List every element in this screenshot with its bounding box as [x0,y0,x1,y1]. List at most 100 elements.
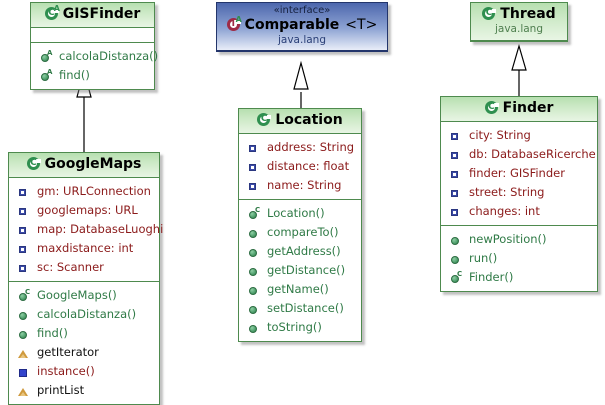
abstract-method-icon: A [39,49,53,64]
field-label: distance: float [267,159,350,173]
class-name-gisfinder: GISFinder [62,6,141,22]
class-title-googlemaps: C GoogleMaps [13,156,155,173]
method-label: getName() [267,282,329,296]
field-label: db: DatabaseRicerche [469,147,596,161]
field-row[interactable]: maxdistance: int [9,239,159,258]
class-box-location[interactable]: C Location address: String distance: flo… [238,108,362,342]
field-row[interactable]: distance: float [239,157,361,176]
method-label: instance() [37,364,95,378]
public-method-icon [247,302,261,316]
field-row[interactable]: db: DatabaseRicerche [441,145,597,164]
method-row[interactable]: C GoogleMaps() [9,286,159,305]
package-label: java.lang [494,23,543,35]
field-icon [17,242,31,256]
method-row[interactable]: instance() [9,362,159,381]
field-icon [17,204,31,218]
method-row[interactable]: run() [441,249,597,268]
public-method-icon [247,321,261,335]
field-row[interactable]: street: String [441,183,597,202]
class-title-finder: C Finder [445,100,593,117]
class-box-googlemaps[interactable]: C GoogleMaps gm: URLConnection googlemap… [8,152,163,405]
public-method-icon [17,308,31,322]
method-row[interactable]: toString() [239,318,361,337]
field-label: city: String [469,128,531,142]
class-box-thread[interactable]: C Thread java.lang [470,2,568,42]
field-icon [247,141,261,155]
class-name-finder: Finder [502,100,554,116]
class-name-googlemaps: GoogleMaps [44,156,142,172]
class-header-gisfinder: C A GISFinder [31,3,154,28]
field-label: address: String [267,140,355,154]
class-name-comparable: Comparable [244,17,340,33]
method-row[interactable]: C Finder() [441,268,597,287]
stereotype-label: «interface» [273,5,331,16]
fields-compartment-location: address: String distance: float name: St… [239,134,361,200]
public-method-icon [449,252,463,266]
method-label: printList [37,383,85,397]
field-label: sc: Scanner [37,260,104,274]
method-row[interactable]: C Location() [239,204,361,223]
field-row[interactable]: address: String [239,138,361,157]
method-row[interactable]: printList [9,381,159,400]
class-header-finder: C Finder [441,97,597,122]
method-row[interactable]: getIterator [9,343,159,362]
method-row[interactable]: newPosition() [441,230,597,249]
method-row[interactable]: A calcolaDistanza() [31,47,158,66]
method-label: getDistance() [267,263,346,277]
class-box-gisfinder[interactable]: C A GISFinder A calcolaDistanza() A find… [30,2,158,90]
field-icon [17,223,31,237]
method-row[interactable]: compareTo() [239,223,361,242]
method-row[interactable]: setDistance() [239,299,361,318]
method-label: Location() [267,206,325,220]
method-row[interactable]: A find() [31,66,154,85]
method-row[interactable]: getAddress() [239,242,361,261]
fields-compartment-googlemaps: gm: URLConnection googlemaps: URL map: D… [9,178,163,282]
class-abstract-icon: C A [44,4,60,21]
class-name-location: Location [275,112,343,128]
field-row[interactable]: map: DatabaseLuoghi [9,220,163,239]
field-row[interactable]: city: String [441,126,597,145]
relation-location-comparable [293,60,309,108]
field-row[interactable]: changes: int [441,202,597,221]
method-label: find() [59,68,90,82]
method-label: calcolaDistanza() [59,49,159,63]
class-icon: C [257,112,272,127]
class-title-comparable: I A Comparable<T> [221,15,383,34]
method-label: calcolaDistanza() [37,307,137,321]
relation-finder-thread [511,43,527,96]
methods-compartment-gisfinder: A calcolaDistanza() A find() [31,43,158,89]
field-icon [449,167,463,181]
constructor-icon: C [247,206,261,221]
methods-compartment-googlemaps: C GoogleMaps() calcolaDistanza() find() … [9,282,159,404]
public-method-icon [247,245,261,259]
field-label: name: String [267,178,342,192]
field-row[interactable]: finder: GISFinder [441,164,597,183]
class-icon: C [482,6,497,21]
package-label: java.lang [277,34,326,46]
method-row[interactable]: find() [9,324,159,343]
field-icon [449,205,463,219]
class-box-comparable[interactable]: «interface» I A Comparable<T> java.lang [216,2,388,52]
method-label: setDistance() [267,301,344,315]
field-label: map: DatabaseLuoghi [37,222,164,236]
field-row[interactable]: sc: Scanner [9,258,159,277]
methods-compartment-finder: newPosition() run() C Finder() [441,226,597,291]
public-method-icon [247,264,261,278]
field-icon [247,179,261,193]
protected-triangle-icon [17,384,31,398]
field-label: gm: URLConnection [37,184,151,198]
method-row[interactable]: getName() [239,280,361,299]
field-row[interactable]: gm: URLConnection [9,182,159,201]
field-row[interactable]: googlemaps: URL [9,201,159,220]
class-title-gisfinder: C A GISFinder [35,4,150,23]
method-label: newPosition() [469,232,547,246]
field-icon [17,261,31,275]
method-row[interactable]: getDistance() [239,261,361,280]
method-row[interactable]: calcolaDistanza() [9,305,159,324]
method-label: toString() [267,320,322,334]
field-label: street: String [469,185,545,199]
class-box-finder[interactable]: C Finder city: String db: DatabaseRicerc… [440,96,598,292]
field-row[interactable]: name: String [239,176,361,195]
method-label: getIterator [37,345,99,359]
fields-compartment-finder: city: String db: DatabaseRicerche finder… [441,122,597,226]
